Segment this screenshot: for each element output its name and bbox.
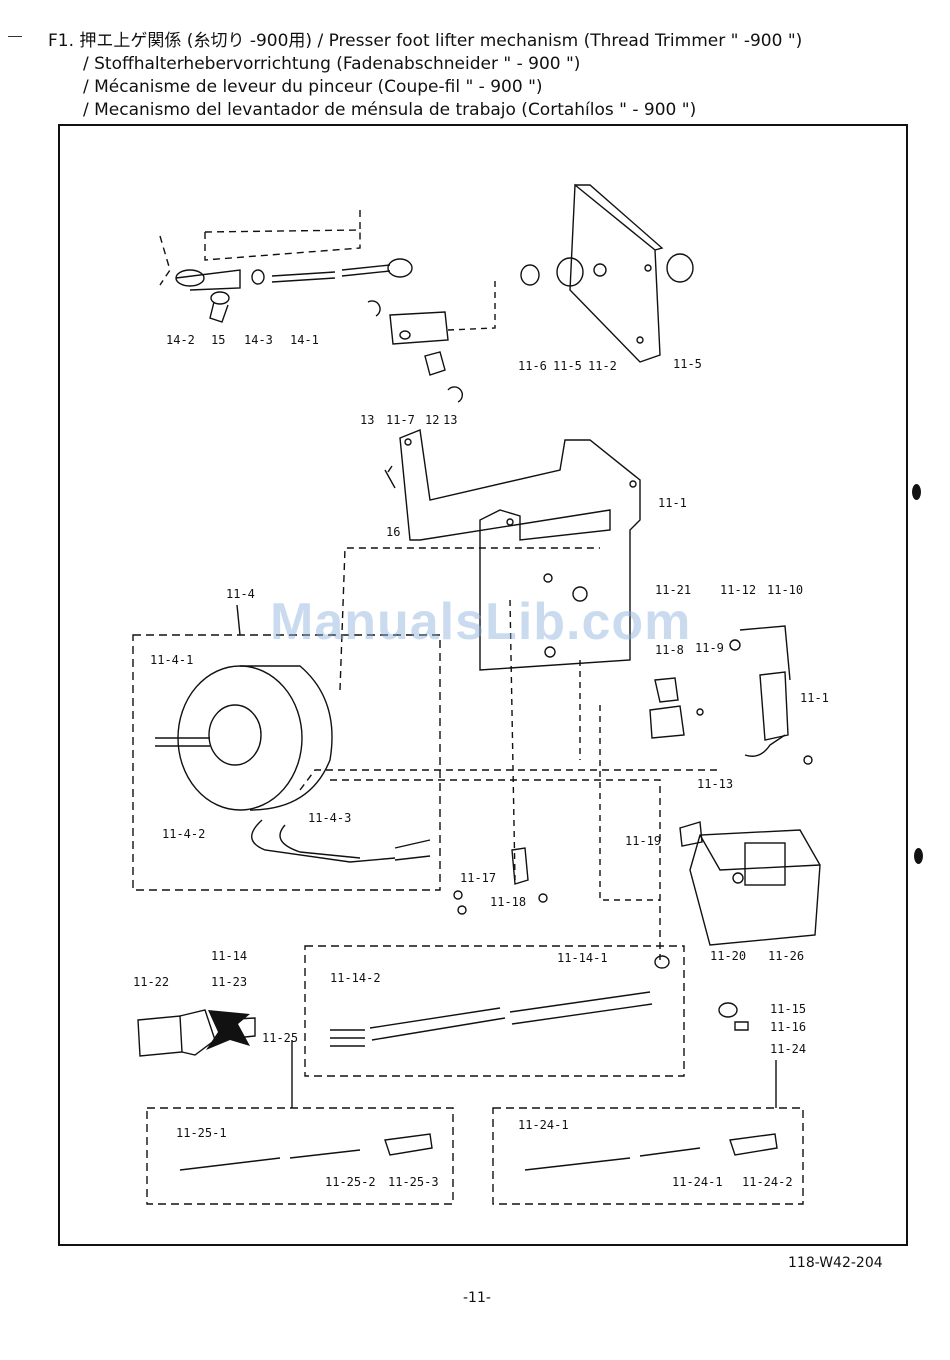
label-11-14-2: 11-14-2 — [330, 971, 381, 985]
label-13-b: 13 — [443, 413, 457, 427]
diagram-frame — [58, 124, 908, 1246]
label-15: 15 — [211, 333, 225, 347]
label-11-13: 11-13 — [697, 777, 733, 791]
label-11-17: 11-17 — [460, 871, 496, 885]
label-11-2: 11-2 — [588, 359, 617, 373]
label-11-25-2: 11-25-2 — [325, 1175, 376, 1189]
title-line-2: / Stoffhalterhebervorrichtung (Fadenabsc… — [83, 54, 581, 74]
binding-mark-bottom — [914, 848, 923, 864]
label-11-24-2: 11-24-2 — [742, 1175, 793, 1189]
label-11-21: 11-21 — [655, 583, 691, 597]
watermark: ManualsLib.com — [270, 593, 692, 651]
label-11-5-a: 11-5 — [553, 359, 582, 373]
label-14-2: 14-2 — [166, 333, 195, 347]
margin-tick — [8, 36, 22, 37]
label-11-9: 11-9 — [695, 641, 724, 655]
label-11-22: 11-22 — [133, 975, 169, 989]
label-11-10: 11-10 — [767, 583, 803, 597]
label-11-19: 11-19 — [625, 834, 661, 848]
label-11-14-1: 11-14-1 — [557, 951, 608, 965]
label-14-1: 14-1 — [290, 333, 319, 347]
label-11-4-3: 11-4-3 — [308, 811, 351, 825]
binding-mark-top — [912, 484, 921, 500]
page-number: -11- — [463, 1290, 491, 1306]
label-11-14: 11-14 — [211, 949, 247, 963]
title-line-4: / Mecanismo del levantador de ménsula de… — [83, 100, 697, 120]
label-11-23: 11-23 — [211, 975, 247, 989]
label-11-18: 11-18 — [490, 895, 526, 909]
label-11-8: 11-8 — [655, 643, 684, 657]
label-11-4: 11-4 — [226, 587, 255, 601]
label-11-4-2: 11-4-2 — [162, 827, 205, 841]
label-11-5-b: 11-5 — [673, 357, 702, 371]
label-11-11: 11-1 — [800, 691, 829, 705]
label-13-a: 13 — [360, 413, 374, 427]
title-line-3: / Mécanisme de leveur du pinceur (Coupe-… — [83, 77, 543, 97]
label-11-24: 11-24 — [770, 1042, 806, 1056]
label-11-4-1: 11-4-1 — [150, 653, 193, 667]
label-11-25-1: 11-25-1 — [176, 1126, 227, 1140]
label-11-15: 11-15 — [770, 1002, 806, 1016]
label-14-3: 14-3 — [244, 333, 273, 347]
label-11-25-3: 11-25-3 — [388, 1175, 439, 1189]
label-11-1: 11-1 — [658, 496, 687, 510]
label-11-20: 11-20 — [710, 949, 746, 963]
label-11-12: 11-12 — [720, 583, 756, 597]
label-11-26: 11-26 — [768, 949, 804, 963]
label-11-6: 11-6 — [518, 359, 547, 373]
label-11-7: 11-7 — [386, 413, 415, 427]
label-11-16: 11-16 — [770, 1020, 806, 1034]
label-16: 16 — [386, 525, 400, 539]
document-number: 118-W42-204 — [788, 1255, 883, 1271]
label-11-24-1-b: 11-24-1 — [672, 1175, 723, 1189]
title-line-1: F1. 押エ上ゲ関係 (糸切り -900用) / Presser foot li… — [48, 31, 803, 51]
label-12: 12 — [425, 413, 439, 427]
page-header: F1. 押エ上ゲ関係 (糸切り -900用) / Presser foot li… — [48, 30, 908, 122]
label-11-24-1-a: 11-24-1 — [518, 1118, 569, 1132]
label-11-25: 11-25 — [262, 1031, 298, 1045]
